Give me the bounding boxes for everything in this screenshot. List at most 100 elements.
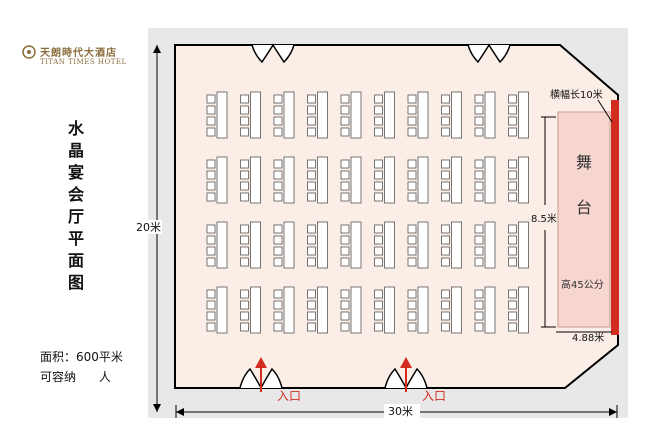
chair bbox=[273, 159, 283, 169]
chair bbox=[441, 224, 450, 234]
chair bbox=[407, 159, 417, 169]
chair bbox=[340, 311, 350, 321]
stage-label-2: 台 bbox=[576, 198, 592, 217]
chair bbox=[240, 94, 249, 104]
chair bbox=[340, 116, 350, 126]
chair bbox=[273, 289, 283, 299]
chair bbox=[441, 116, 450, 126]
top-door-right bbox=[467, 43, 511, 64]
chair bbox=[307, 159, 316, 169]
table bbox=[283, 156, 295, 204]
chair bbox=[441, 289, 450, 299]
chair bbox=[240, 127, 249, 137]
chair bbox=[307, 300, 316, 310]
chair bbox=[441, 300, 450, 310]
chair bbox=[340, 322, 350, 332]
chair bbox=[340, 127, 350, 137]
chair bbox=[206, 192, 216, 202]
page-title: 水晶宴会厅平面图 bbox=[67, 119, 84, 292]
chair bbox=[273, 94, 283, 104]
chair bbox=[441, 127, 450, 137]
chair bbox=[206, 235, 216, 245]
table bbox=[283, 286, 295, 334]
chair bbox=[273, 170, 283, 180]
chair bbox=[441, 322, 450, 332]
chair bbox=[307, 105, 316, 115]
table bbox=[417, 286, 429, 334]
chair bbox=[340, 105, 350, 115]
width-label: 30米 bbox=[388, 405, 413, 418]
table bbox=[317, 221, 328, 269]
table bbox=[216, 91, 228, 139]
chair bbox=[240, 257, 249, 267]
height-dim-arrow-top bbox=[153, 45, 161, 53]
chair bbox=[474, 257, 484, 267]
chair bbox=[508, 311, 517, 321]
chair bbox=[340, 224, 350, 234]
chair bbox=[474, 127, 484, 137]
chair bbox=[374, 127, 383, 137]
chair bbox=[508, 116, 517, 126]
chair bbox=[340, 181, 350, 191]
stage-depth-label: 8.5米 bbox=[531, 212, 557, 225]
chair bbox=[240, 300, 249, 310]
chair bbox=[508, 224, 517, 234]
chair bbox=[508, 94, 517, 104]
table bbox=[384, 221, 395, 269]
chair bbox=[307, 127, 316, 137]
chair bbox=[273, 246, 283, 256]
hotel-name-en: TITAN TIMES HOTEL bbox=[40, 58, 127, 66]
chair bbox=[474, 192, 484, 202]
chair bbox=[374, 289, 383, 299]
chair bbox=[240, 181, 249, 191]
entrance-label-left: 入口 bbox=[277, 389, 301, 403]
table bbox=[417, 91, 429, 139]
chair bbox=[240, 289, 249, 299]
table bbox=[250, 156, 261, 204]
stage-width-label: 4.88米 bbox=[572, 331, 604, 344]
chair bbox=[340, 235, 350, 245]
table bbox=[317, 91, 328, 139]
chair bbox=[474, 322, 484, 332]
table bbox=[384, 156, 395, 204]
chair bbox=[374, 170, 383, 180]
chair bbox=[407, 311, 417, 321]
chair bbox=[307, 257, 316, 267]
chair bbox=[340, 246, 350, 256]
chair bbox=[474, 235, 484, 245]
table bbox=[350, 91, 362, 139]
width-dim-arrow-right bbox=[609, 408, 617, 416]
chair bbox=[240, 311, 249, 321]
chair bbox=[474, 159, 484, 169]
chair bbox=[340, 159, 350, 169]
chair bbox=[307, 246, 316, 256]
chair bbox=[273, 127, 283, 137]
chair bbox=[307, 311, 316, 321]
chair bbox=[441, 235, 450, 245]
chair bbox=[374, 311, 383, 321]
chair bbox=[273, 181, 283, 191]
table bbox=[216, 156, 228, 204]
chair bbox=[206, 224, 216, 234]
chair bbox=[307, 289, 316, 299]
chair bbox=[474, 94, 484, 104]
banner-length-label: 横幅长10米 bbox=[550, 88, 603, 101]
chair bbox=[441, 170, 450, 180]
chair bbox=[441, 257, 450, 267]
chair bbox=[374, 94, 383, 104]
table bbox=[350, 156, 362, 204]
table bbox=[451, 221, 462, 269]
chair bbox=[407, 127, 417, 137]
chair bbox=[273, 192, 283, 202]
chair bbox=[273, 224, 283, 234]
chair bbox=[206, 105, 216, 115]
chair bbox=[307, 181, 316, 191]
table bbox=[518, 91, 529, 139]
chair bbox=[441, 181, 450, 191]
table bbox=[250, 221, 261, 269]
banner bbox=[611, 100, 619, 335]
table bbox=[484, 91, 496, 139]
area-label: 面积：600平米 bbox=[40, 350, 123, 364]
chair bbox=[340, 289, 350, 299]
